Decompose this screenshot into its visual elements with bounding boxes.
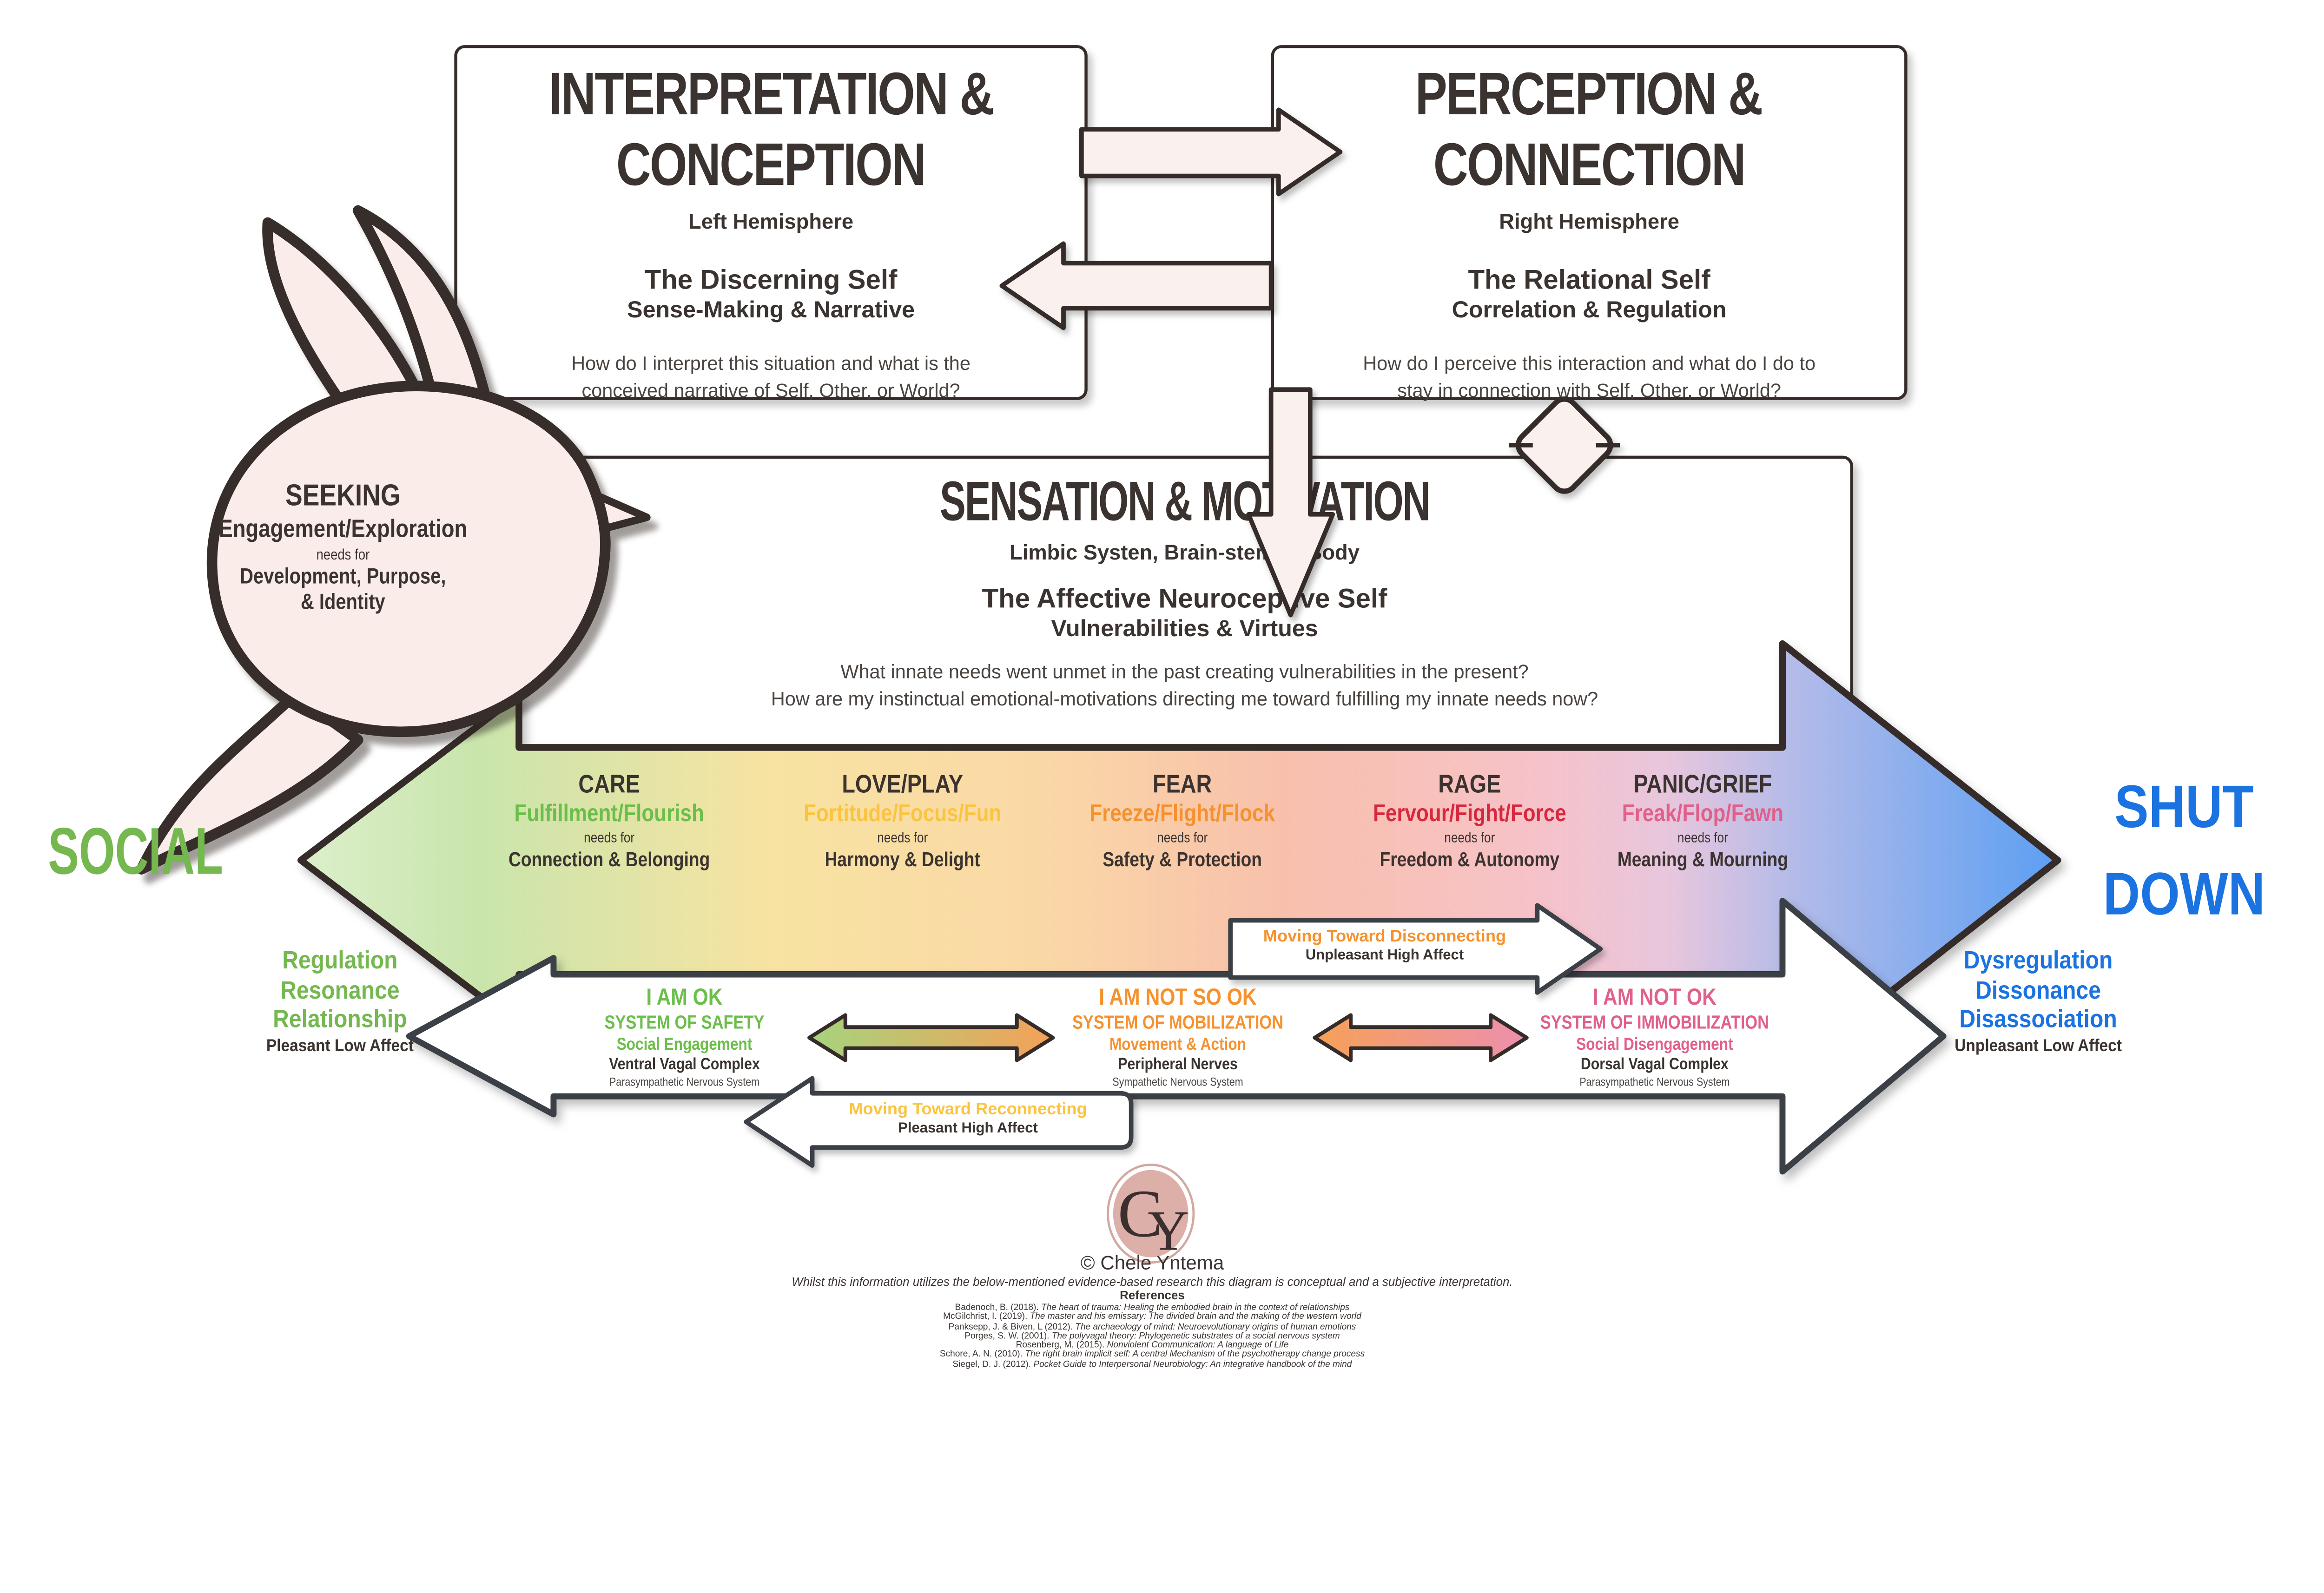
reference-item: Schore, A. N. (2010). The right brain im… [939, 1351, 1365, 1361]
logo-oval [1113, 1170, 1188, 1257]
self-subtitle: Sense-Making & Narrative [627, 297, 915, 323]
seeking-subtitle: Engagement/Exploration [218, 516, 468, 543]
reference-item: McGilchrist, I. (2019). The master and h… [943, 1313, 1361, 1323]
box-title: SENSATION & MOTIVATION [939, 470, 1431, 533]
i-am-not-ok-block: I AM NOT OK SYSTEM OF IMMOBILIZATION Soc… [1540, 985, 1769, 1089]
regulation-stack: Regulation Resonance Relationship Pleasa… [266, 947, 414, 1055]
mobilization-immobilization-arrow [1313, 1013, 1529, 1062]
column-panic-grief: PANIC/GRIEF Freak/Flop/Fawn needs for Me… [1617, 770, 1789, 871]
column-rage: RAGE Fervour/Fight/Force needs for Freed… [1373, 770, 1566, 871]
box-question: How do I perceive this interaction and w… [1363, 352, 1816, 401]
self-title: The Discerning Self [644, 264, 898, 295]
box-title: CONCEPTION [616, 132, 926, 199]
copyright: © Chele Yntema [1080, 1251, 1224, 1274]
dysregulation-stack: Dysregulation Dissonance Disassociation … [1954, 947, 2122, 1055]
hemisphere-label: Right Hemisphere [1499, 209, 1679, 233]
disconnecting-label: Moving Toward Disconnecting Unpleasant H… [1263, 928, 1506, 964]
social-label: SOCIAL [47, 815, 223, 889]
i-am-ok-block: I AM OK SYSTEM OF SAFETY Social Engageme… [604, 985, 765, 1089]
reconnecting-label: Moving Toward Reconnecting Pleasant High… [849, 1100, 1087, 1137]
self-subtitle: Vulnerabilities & Virtues [1051, 616, 1318, 642]
reference-item: Badenoch, B. (2018). The heart of trauma… [955, 1303, 1350, 1313]
cy-logo: C Y [1107, 1164, 1195, 1264]
self-subtitle: Correlation & Regulation [1452, 297, 1727, 323]
interpretation-conception-box: INTERPRETATION & CONCEPTION Left Hemisph… [454, 45, 1088, 401]
logo-monogram-c: C [1118, 1176, 1163, 1251]
safety-mobilization-arrow [807, 1013, 1055, 1062]
reference-item: Panksepp, J. & Biven, L (2012). The arch… [948, 1323, 1356, 1332]
diagram-canvas: INTERPRETATION & CONCEPTION Left Hemisph… [47, 45, 2265, 1370]
shutdown-label: SHUT DOWN [2103, 774, 2265, 928]
perception-connection-box: PERCEPTION & CONNECTION Right Hemisphere… [1271, 45, 1908, 401]
references-title: References [1120, 1289, 1185, 1303]
needs-for-label: needs for [316, 547, 370, 564]
seeking-block: SEEKING Engagement/Exploration needs for… [177, 480, 509, 616]
references-list: Badenoch, B. (2018). The heart of trauma… [581, 1304, 1724, 1370]
reference-item: Porges, S. W. (2001). The polyvagal theo… [964, 1332, 1340, 1342]
box-title: PERCEPTION & [1416, 61, 1763, 128]
box-question: What innate needs went unmet in the past… [771, 660, 1598, 709]
self-title: The Affective Neuroceptive Self [982, 583, 1387, 614]
box-title: CONNECTION [1433, 132, 1746, 199]
column-fear: FEAR Freeze/Flight/Flock needs for Safet… [1089, 770, 1275, 871]
self-title: The Relational Self [1468, 264, 1710, 295]
seeking-title: SEEKING [285, 480, 401, 513]
i-am-not-so-ok-block: I AM NOT SO OK SYSTEM OF MOBILIZATION Mo… [1072, 985, 1283, 1089]
box-title: INTERPRETATION & [548, 61, 994, 128]
box-question: How do I interpret this situation and wh… [571, 352, 971, 401]
box-subtitle: Limbic Systen, Brain-stem, & Body [1010, 540, 1360, 564]
disclaimer: Whilst this information utilizes the bel… [792, 1275, 1513, 1289]
sensation-motivation-box: SENSATION & MOTIVATION Limbic Systen, Br… [516, 455, 1854, 754]
reference-item: Siegel, D. J. (2012). Pocket Guide to In… [952, 1361, 1352, 1370]
column-love-play: LOVE/PLAY Fortitude/Focus/Fun needs for … [804, 770, 1002, 871]
hemisphere-label: Left Hemisphere [688, 209, 854, 233]
reference-item: Rosenberg, M. (2015). Nonviolent Communi… [1016, 1342, 1289, 1351]
column-care: CARE Fulfillment/Flourish needs for Conn… [508, 770, 710, 871]
